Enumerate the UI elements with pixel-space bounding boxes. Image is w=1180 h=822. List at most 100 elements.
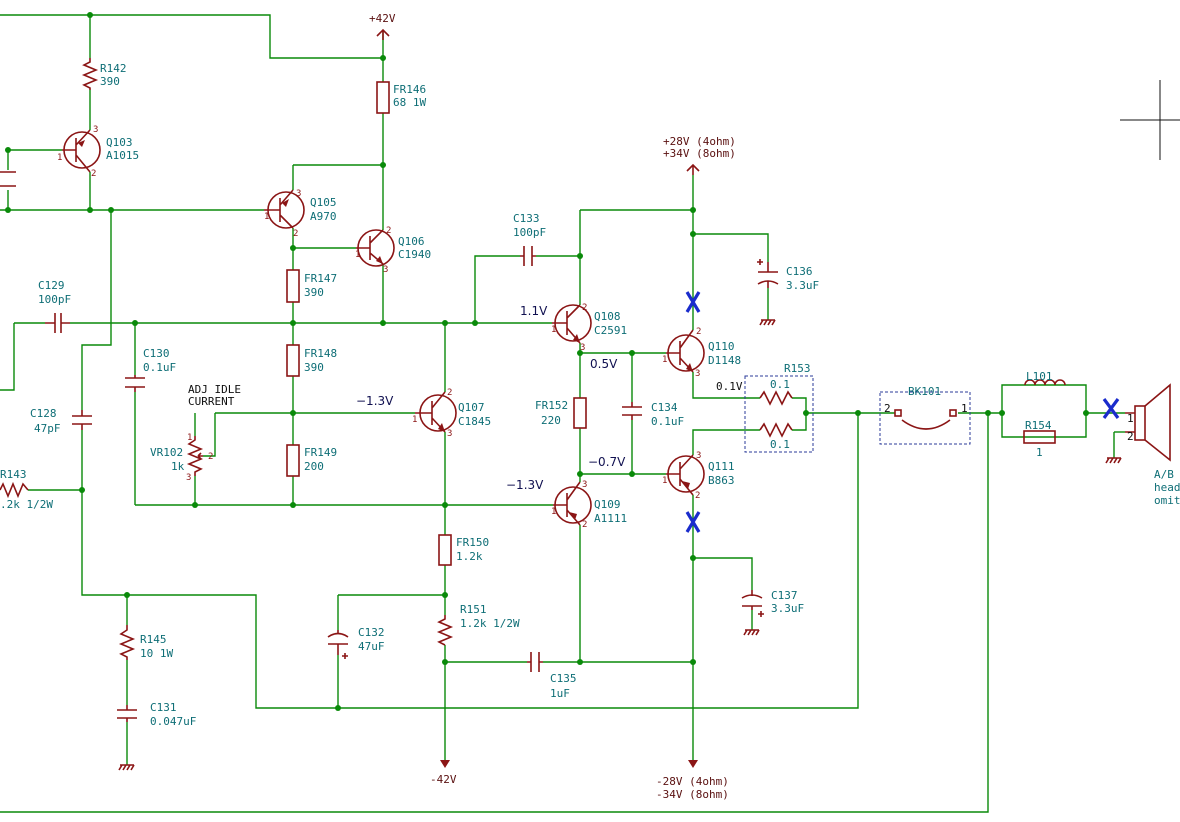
- transistor-q106: [356, 229, 395, 267]
- transistor-q105: [264, 189, 305, 229]
- q108-ref: Q108: [594, 310, 621, 323]
- voltage-q108: 1.1V: [520, 304, 548, 318]
- component-labels: R142 390 Q103 A1015 Q105 A970 Q106 C1940…: [0, 62, 1053, 728]
- c129-ref: C129: [38, 279, 65, 292]
- fr147-ref: FR147: [304, 272, 337, 285]
- c129-value: 100pF: [38, 293, 71, 306]
- bk101-ref: BK101: [908, 385, 941, 398]
- ground-icon: [743, 629, 760, 636]
- svg-text:3: 3: [696, 451, 701, 461]
- c137-value: 3.3uF: [771, 602, 804, 615]
- transistor-q108: [552, 304, 592, 344]
- no-connect-icon: [1102, 398, 1120, 419]
- svg-text:1: 1: [412, 415, 417, 425]
- fr152-value: 220: [541, 414, 561, 427]
- fr149-value: 200: [304, 460, 324, 473]
- svg-text:2: 2: [1127, 430, 1134, 443]
- potentiometer-vr102: [186, 436, 204, 476]
- svg-text:3: 3: [296, 189, 301, 199]
- svg-text:1: 1: [187, 433, 192, 443]
- svg-text:3: 3: [582, 480, 587, 490]
- r151-ref: R151: [460, 603, 487, 616]
- r145-ref: R145: [140, 633, 167, 646]
- r145-value: 10 1W: [140, 647, 173, 660]
- transistors: [62, 129, 705, 526]
- capacitor-c130: [125, 375, 145, 392]
- capacitor-c132: [327, 630, 349, 655]
- resistor-fr146: [376, 81, 390, 114]
- rail-pos42-label: +42V: [369, 12, 396, 25]
- capacitor-c137: [741, 590, 763, 610]
- capacitor-c133: [520, 246, 536, 266]
- capacitors: [0, 171, 779, 722]
- c135-ref: C135: [550, 672, 577, 685]
- c135-value: 1uF: [550, 687, 570, 700]
- speaker-icon: [1125, 383, 1171, 462]
- svg-text:3: 3: [93, 125, 98, 135]
- speaker-note-2: head: [1154, 481, 1180, 494]
- inductor-l101: [1024, 379, 1066, 386]
- no-connect-icon: [685, 511, 701, 533]
- svg-text:1: 1: [551, 507, 556, 517]
- ground-icon: [1105, 457, 1122, 464]
- breaker-bk101: [879, 391, 971, 445]
- resistor-r143: [0, 481, 29, 499]
- capacitor-c135: [527, 652, 543, 672]
- c133-ref: C133: [513, 212, 540, 225]
- rail-neg-out-1: -28V (4ohm): [656, 775, 729, 788]
- svg-text:1: 1: [961, 402, 968, 415]
- svg-text:2: 2: [696, 327, 701, 337]
- r143-value: .2k 1/2W: [0, 498, 53, 511]
- resistor-fr148: [286, 344, 300, 377]
- speaker-note-1: A/B: [1154, 468, 1174, 481]
- adj-idle-label-2: CURRENT: [188, 395, 235, 408]
- svg-text:2: 2: [695, 491, 700, 501]
- r154-ref: R154: [1025, 419, 1052, 432]
- c128-value: 47pF: [34, 422, 61, 435]
- svg-text:2: 2: [884, 402, 891, 415]
- resistor-r153a: [759, 390, 793, 406]
- svg-text:3: 3: [383, 265, 388, 275]
- c131-ref: C131: [150, 701, 177, 714]
- annotations: ADJ IDLE CURRENT 1.1V −1.3V 0.5V −0.7V −…: [188, 304, 1180, 507]
- speaker-note-3: omit: [1154, 494, 1180, 507]
- vr102-ref: VR102: [150, 446, 183, 459]
- transistor-q107: [415, 391, 457, 433]
- transistor-q111: [666, 454, 705, 496]
- svg-text:1: 1: [551, 325, 556, 335]
- q106-ref: Q106: [398, 235, 425, 248]
- c136-value: 3.3uF: [786, 279, 819, 292]
- junction-dots: [5, 12, 1089, 711]
- svg-text:2: 2: [582, 520, 587, 530]
- l101-ref: L101: [1026, 370, 1053, 383]
- c130-ref: C130: [143, 347, 170, 360]
- q109-ref: Q109: [594, 498, 621, 511]
- resistor-r154: [1023, 430, 1056, 444]
- svg-text:1: 1: [57, 153, 62, 163]
- q103-value: A1015: [106, 149, 139, 162]
- fr150-ref: FR150: [456, 536, 489, 549]
- c134-value: 0.1uF: [651, 415, 684, 428]
- fr148-value: 390: [304, 361, 324, 374]
- fr152-ref: FR152: [535, 399, 568, 412]
- q108-value: C2591: [594, 324, 627, 337]
- r154-value: 1: [1036, 446, 1043, 459]
- q111-ref: Q111: [708, 460, 735, 473]
- voltage-q107: −1.3V: [356, 394, 394, 408]
- power-symbols: [376, 28, 700, 768]
- c132-value: 47uF: [358, 640, 385, 653]
- resistor-r142: [81, 58, 99, 90]
- q105-ref: Q105: [310, 196, 337, 209]
- svg-text:1: 1: [662, 476, 667, 486]
- capacitor-left: [0, 171, 16, 187]
- svg-text:3: 3: [580, 343, 585, 353]
- r153-ref: R153: [784, 362, 811, 375]
- svg-text:2: 2: [91, 169, 96, 179]
- capacitor-c129: [45, 313, 70, 333]
- svg-text:1: 1: [355, 250, 360, 260]
- svg-text:1: 1: [662, 355, 667, 365]
- voltage-q109: −1.3V: [506, 478, 544, 492]
- svg-text:3: 3: [186, 473, 191, 483]
- r153-value-b: 0.1: [770, 438, 790, 451]
